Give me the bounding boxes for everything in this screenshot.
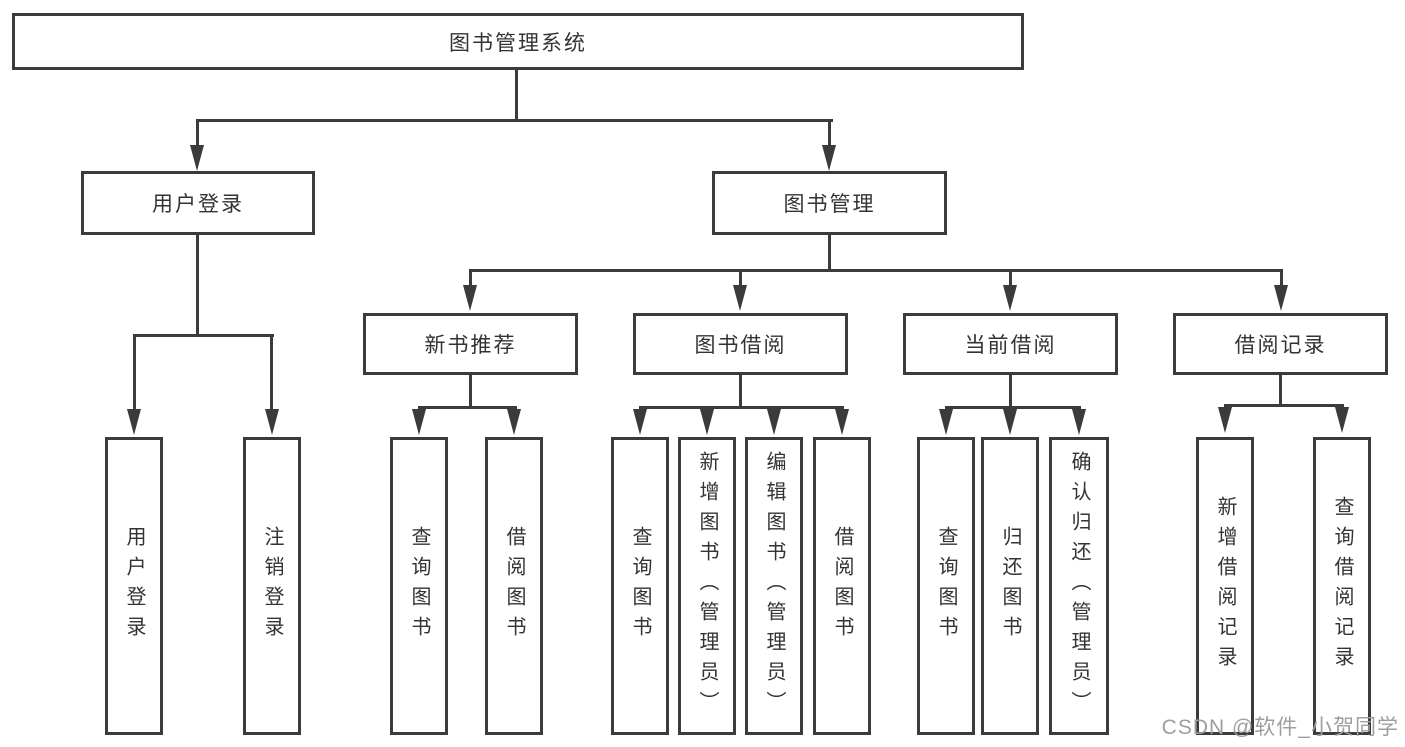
- node-new-book-recommend-label: 新书推荐: [424, 334, 517, 357]
- leaf-logout: 注销登录: [243, 437, 301, 735]
- arrowhead-to-book-management: [822, 145, 836, 171]
- node-user-login-branch: 用户登录: [81, 171, 315, 235]
- connector-root-drop-right: [828, 121, 831, 148]
- leaf-newbook-borrow-label: 借阅图书: [503, 526, 525, 646]
- node-user-login-branch-label: 用户登录: [152, 193, 244, 216]
- node-new-book-recommend: 新书推荐: [363, 313, 578, 375]
- arrowhead-to-current-confirm: [1072, 409, 1086, 435]
- leaf-newbook-query: 查询图书: [390, 437, 448, 735]
- node-current-borrow: 当前借阅: [903, 313, 1118, 375]
- arrowhead-to-book-borrow: [733, 285, 747, 311]
- arrowhead-to-current-query: [939, 409, 953, 435]
- node-current-borrow-label: 当前借阅: [964, 334, 1057, 357]
- leaf-newbook-borrow: 借阅图书: [485, 437, 543, 735]
- leaf-current-query: 查询图书: [917, 437, 975, 735]
- connector-borrow-stem: [739, 375, 742, 409]
- leaf-borrow-book-label: 借阅图书: [831, 526, 853, 646]
- leaf-current-return: 归还图书: [981, 437, 1039, 735]
- leaf-records-query: 查询借阅记录: [1313, 437, 1371, 735]
- node-borrow-records-label: 借阅记录: [1234, 334, 1327, 357]
- arrowhead-to-borrow-records: [1274, 285, 1288, 311]
- leaf-borrow-add-admin-label: 新增图书（管理员）: [696, 451, 718, 721]
- arrowhead-to-newbook-query: [412, 409, 426, 435]
- leaf-records-add-label: 新增借阅记录: [1214, 496, 1236, 676]
- connector-borrow-rail: [639, 406, 844, 409]
- node-root: 图书管理系统: [12, 13, 1024, 70]
- connector-root-drop-left: [196, 121, 199, 148]
- arrowhead-to-current-return: [1003, 409, 1017, 435]
- leaf-current-query-label: 查询图书: [935, 526, 957, 646]
- connector-root-rail: [196, 119, 833, 122]
- connector-bookmgmt-stem: [828, 235, 831, 272]
- leaf-borrow-query: 查询图书: [611, 437, 669, 735]
- connector-bookmgmt-drop-2: [739, 271, 742, 288]
- connector-bookmgmt-drop-4: [1280, 271, 1283, 288]
- leaf-borrow-add-admin: 新增图书（管理员）: [678, 437, 736, 735]
- connector-userlogin-drop-right: [270, 336, 273, 411]
- arrowhead-to-records-query: [1335, 407, 1349, 433]
- leaf-user-login-label: 用户登录: [123, 526, 145, 646]
- leaf-user-login: 用户登录: [105, 437, 163, 735]
- connector-bookmgmt-drop-1: [469, 271, 472, 288]
- connector-current-rail: [945, 406, 1081, 409]
- csdn-watermark: CSDN @软件_小贺同学: [1161, 716, 1399, 739]
- node-root-label: 图书管理系统: [449, 31, 587, 55]
- node-book-management-branch-label: 图书管理: [783, 193, 876, 216]
- connector-bookmgmt-rail: [469, 269, 1283, 272]
- leaf-logout-label: 注销登录: [261, 526, 283, 646]
- leaf-current-return-label: 归还图书: [999, 526, 1021, 646]
- leaf-borrow-edit-admin: 编辑图书（管理员）: [745, 437, 803, 735]
- connector-current-stem: [1009, 375, 1012, 409]
- connector-root-stem: [515, 69, 518, 122]
- node-book-borrow-label: 图书借阅: [694, 334, 787, 357]
- arrowhead-to-leaf-user-login: [127, 409, 141, 435]
- leaf-borrow-edit-admin-label: 编辑图书（管理员）: [763, 451, 785, 721]
- connector-bookmgmt-drop-3: [1009, 271, 1012, 288]
- connector-userlogin-rail: [133, 334, 274, 337]
- connector-newbook-rail: [418, 406, 517, 409]
- arrowhead-to-borrow-edit: [767, 409, 781, 435]
- connector-records-rail: [1224, 404, 1344, 407]
- arrowhead-to-current-borrow: [1003, 285, 1017, 311]
- arrowhead-to-borrow-book: [835, 409, 849, 435]
- arrowhead-to-borrow-add: [700, 409, 714, 435]
- node-book-management-branch: 图书管理: [712, 171, 947, 235]
- arrowhead-to-borrow-query: [633, 409, 647, 435]
- connector-userlogin-stem: [196, 235, 199, 336]
- connector-newbook-stem: [469, 375, 472, 409]
- connector-records-stem: [1279, 375, 1282, 407]
- connector-userlogin-drop-left: [133, 336, 136, 411]
- arrowhead-to-records-add: [1218, 407, 1232, 433]
- leaf-newbook-query-label: 查询图书: [408, 526, 430, 646]
- leaf-records-query-label: 查询借阅记录: [1331, 496, 1353, 676]
- leaf-borrow-book: 借阅图书: [813, 437, 871, 735]
- leaf-records-add: 新增借阅记录: [1196, 437, 1254, 735]
- arrowhead-to-user-login-branch: [190, 145, 204, 171]
- arrowhead-to-leaf-logout: [265, 409, 279, 435]
- leaf-current-confirm-admin-label: 确认归还（管理员）: [1068, 451, 1090, 721]
- arrowhead-to-new-book-recommend: [463, 285, 477, 311]
- arrowhead-to-newbook-borrow: [507, 409, 521, 435]
- node-borrow-records: 借阅记录: [1173, 313, 1388, 375]
- node-book-borrow: 图书借阅: [633, 313, 848, 375]
- leaf-borrow-query-label: 查询图书: [629, 526, 651, 646]
- leaf-current-confirm-admin: 确认归还（管理员）: [1049, 437, 1109, 735]
